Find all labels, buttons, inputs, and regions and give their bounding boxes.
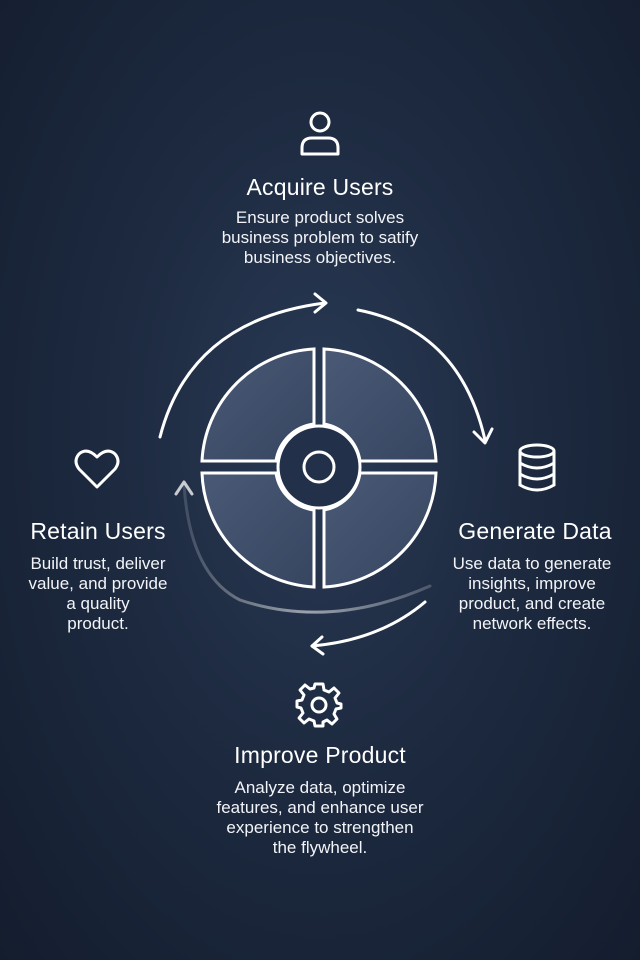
user-icon [300, 111, 340, 156]
description-line: Analyze data, optimize [234, 778, 406, 797]
database-icon [518, 443, 556, 492]
description-line: Ensure product solves [235, 208, 405, 227]
description-line: product. [67, 614, 129, 633]
cycle-arrow-bottom-head [310, 635, 325, 656]
stage-description-generate: Use data to generate insights, improve p… [453, 554, 612, 634]
cycle-arrow-bottom [310, 600, 427, 648]
stage-description-retain: Build trust, deliver value, and provide … [29, 554, 168, 634]
stage-title-acquire: Acquire Users [246, 174, 394, 200]
cycle-arrow-left-head [174, 480, 194, 496]
stage-title-retain: Retain Users [30, 518, 166, 544]
description-line: Use data to generate [452, 554, 612, 573]
stage-title-improve: Improve Product [234, 742, 406, 768]
wheel [200, 347, 438, 589]
wheel-quadrant-top-left [200, 347, 316, 463]
cycle-arrow-top-head [313, 292, 328, 314]
description-line: business problem to satify [221, 228, 419, 247]
cycle-arrow-right [356, 308, 487, 442]
description-line: Build trust, deliver [30, 554, 166, 573]
heart-icon [74, 449, 120, 489]
description-line: business objectives. [243, 248, 397, 267]
stage-description-acquire: Ensure product solves business problem t… [222, 208, 419, 268]
description-line: value, and provide [28, 574, 168, 593]
description-line: the flywheel. [272, 838, 368, 857]
description-line: network effects. [472, 614, 592, 633]
description-line: product, and create [458, 594, 606, 613]
wheel-quadrant-bottom-left [200, 471, 316, 589]
description-line: features, and enhance user [216, 798, 424, 817]
wheel-hub [276, 424, 362, 510]
cycle-arrow-left [182, 483, 432, 614]
description-line: experience to strengthen [226, 818, 414, 837]
stage-title-generate: Generate Data [458, 518, 612, 544]
description-line: insights, improve [468, 574, 596, 593]
cycle-arrow-top [158, 301, 327, 439]
wheel-hub-center [302, 450, 336, 484]
cycle-arrow-right-head [472, 427, 494, 445]
stage-description-improve: Analyze data, optimize features, and enh… [217, 778, 424, 858]
gear-icon [295, 682, 343, 728]
description-line: a quality [66, 594, 130, 613]
